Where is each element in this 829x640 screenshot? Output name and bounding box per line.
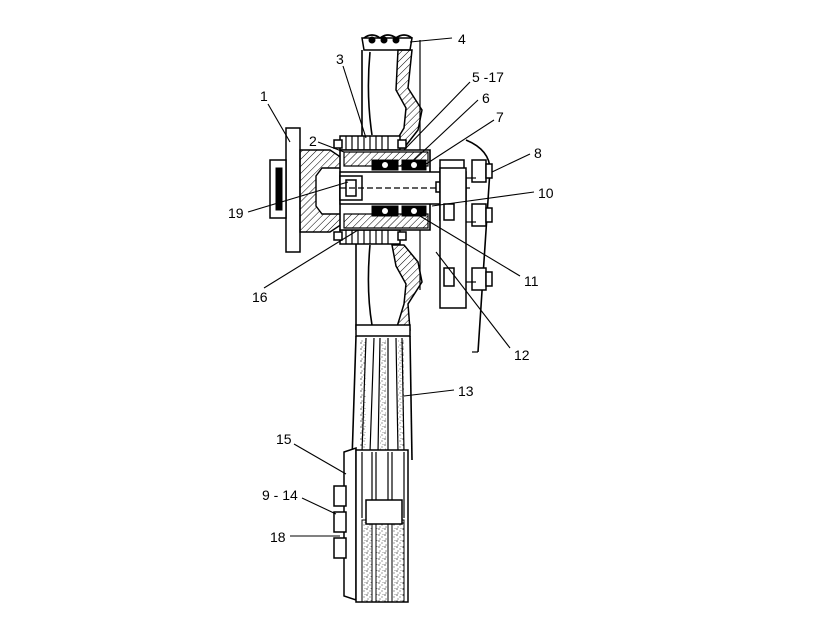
label-5-17: 5 -17 [472, 69, 504, 85]
label-4: 4 [458, 31, 466, 47]
label-10: 10 [538, 185, 554, 201]
callout-labels: 4 3 5 -17 6 7 1 2 8 10 19 11 16 12 13 15… [228, 31, 554, 545]
label-18: 18 [270, 529, 286, 545]
label-2: 2 [309, 133, 317, 149]
label-1: 1 [260, 88, 268, 104]
label-9-14: 9 - 14 [262, 487, 298, 503]
label-8: 8 [534, 145, 542, 161]
label-15: 15 [276, 431, 292, 447]
label-13: 13 [458, 383, 474, 399]
belts [351, 335, 413, 461]
label-6: 6 [482, 90, 490, 106]
label-16: 16 [252, 289, 268, 305]
label-11: 11 [524, 273, 539, 289]
leader-lines [247, 37, 535, 537]
label-19: 19 [228, 205, 244, 221]
label-12: 12 [514, 347, 530, 363]
left-flange [269, 127, 346, 253]
lower-pulley [333, 446, 409, 603]
label-7: 7 [496, 109, 504, 125]
right-bracket [439, 139, 493, 353]
label-3: 3 [336, 51, 344, 67]
